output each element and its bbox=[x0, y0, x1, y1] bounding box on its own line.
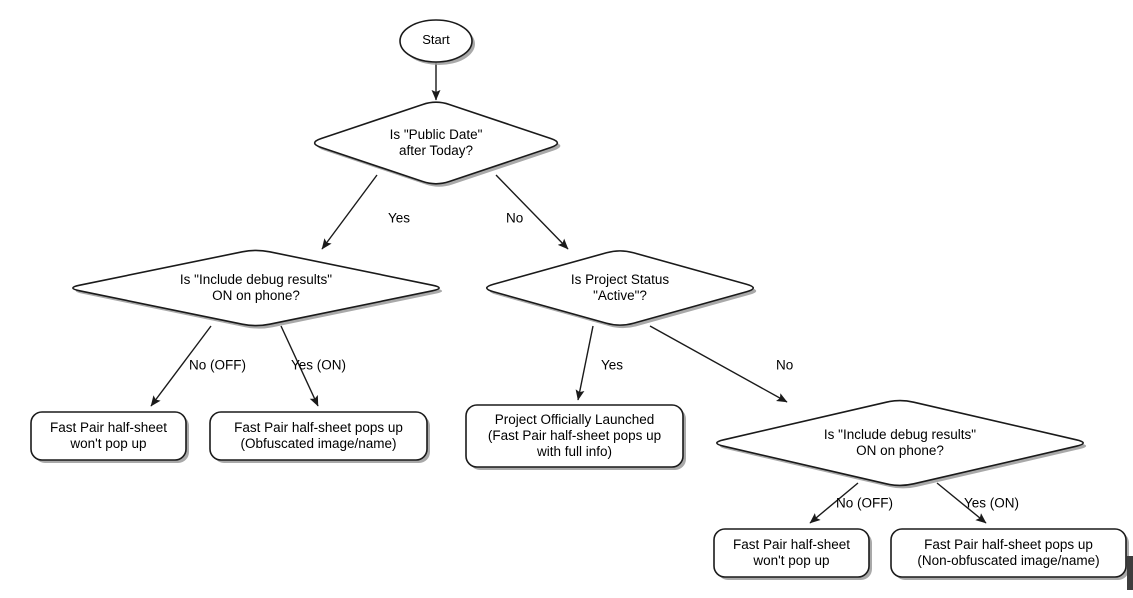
edge-d2-to-t1: No (OFF) bbox=[150, 325, 246, 407]
decision-label: Is "Include debug results"ON on phone? bbox=[180, 272, 332, 303]
decision-label: Is Project Status"Active"? bbox=[571, 272, 670, 303]
edge-line bbox=[150, 325, 212, 407]
outcome-box bbox=[465, 404, 684, 468]
edge-label-yes-public-date: Yes bbox=[388, 211, 410, 226]
edge-d3-to-t3: Yes bbox=[575, 325, 623, 401]
edge-line bbox=[280, 325, 319, 407]
edge-d4-to-t5: Yes (ON) bbox=[936, 482, 1019, 524]
decision-label: Is "Include debug results"ON on phone? bbox=[824, 427, 976, 458]
edge-d4-to-t4: No (OFF) bbox=[809, 482, 893, 524]
node-decision-public-date[interactable]: Is "Public Date"after Today? bbox=[313, 101, 561, 187]
node-outcome-officially-launched[interactable]: Project Officially Launched(Fast Pair ha… bbox=[465, 404, 686, 470]
node-decision-project-status[interactable]: Is Project Status"Active"? bbox=[485, 250, 757, 329]
edge-d1-to-d3: No bbox=[495, 174, 569, 250]
edge-label-yes-project-status: Yes bbox=[601, 358, 623, 373]
edge-d2-to-t2: Yes (ON) bbox=[280, 325, 346, 407]
decision-label: Is "Public Date"after Today? bbox=[390, 127, 483, 158]
node-outcome-obfuscated[interactable]: Fast Pair half-sheet pops up(Obfuscated … bbox=[209, 411, 430, 463]
node-decision-debug-results-left[interactable]: Is "Include debug results"ON on phone? bbox=[72, 249, 443, 329]
edge-label-yes-on-left: Yes (ON) bbox=[291, 358, 346, 373]
node-outcome-non-obfuscated[interactable]: Fast Pair half-sheet pops up(Non-obfusca… bbox=[890, 528, 1129, 580]
edge-line bbox=[575, 325, 594, 401]
decision-diamond bbox=[716, 399, 1084, 487]
decision-diamond bbox=[485, 250, 755, 326]
edges-layer: Yes No No (OFF) Yes (ON) Yes No bbox=[150, 62, 1019, 524]
outcome-label: Fast Pair half-sheet pops up(Obfuscated … bbox=[234, 420, 403, 451]
edge-artifact bbox=[1127, 556, 1133, 590]
edge-d1-to-d2: Yes bbox=[321, 174, 410, 250]
outcome-box bbox=[713, 528, 870, 578]
edge-label-no-public-date: No bbox=[506, 211, 523, 226]
edge-line bbox=[936, 482, 987, 524]
edge-line bbox=[495, 174, 569, 250]
outcome-box bbox=[209, 411, 428, 461]
edge-line bbox=[321, 174, 378, 250]
edge-line bbox=[809, 482, 859, 524]
edge-line bbox=[649, 325, 788, 403]
start-label: Start bbox=[422, 32, 450, 47]
edge-d3-to-d4: No bbox=[649, 325, 793, 403]
edge-label-no-off-left: No (OFF) bbox=[189, 358, 246, 373]
node-decision-debug-results-right[interactable]: Is "Include debug results"ON on phone? bbox=[716, 399, 1087, 489]
edge-label-yes-on-right: Yes (ON) bbox=[964, 496, 1019, 511]
node-start[interactable]: Start bbox=[399, 19, 475, 65]
decision-diamond bbox=[313, 101, 559, 185]
outcome-box bbox=[890, 528, 1127, 578]
edge-label-no-project-status: No bbox=[776, 358, 793, 373]
decision-diamond bbox=[72, 249, 440, 327]
edge-label-no-off-right: No (OFF) bbox=[836, 496, 893, 511]
nodes-layer: Start Is "Public Date"after Today? Is "I… bbox=[30, 19, 1129, 580]
start-ellipse bbox=[399, 19, 473, 63]
outcome-label: Project Officially Launched(Fast Pair ha… bbox=[488, 412, 661, 459]
outcome-label: Fast Pair half-sheet pops up(Non-obfusca… bbox=[917, 537, 1099, 568]
outcome-box bbox=[30, 411, 187, 461]
